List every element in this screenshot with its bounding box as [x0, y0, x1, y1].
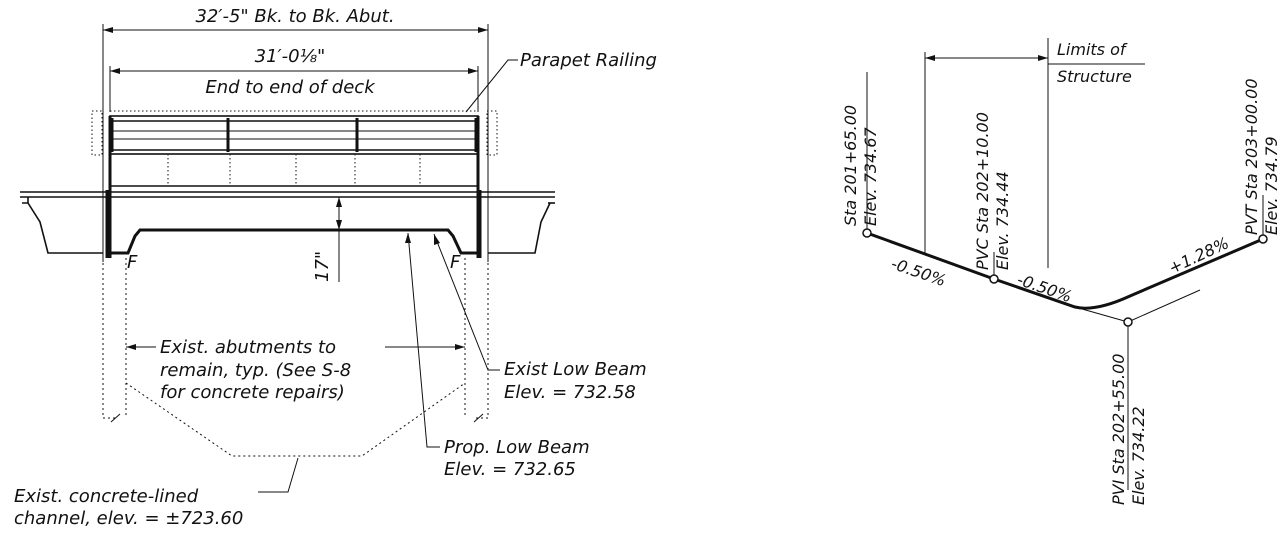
prop-beam-line-2: Elev. = 732.65: [444, 459, 576, 480]
svg-text:PVI Sta 202+55.00: PVI Sta 202+55.00: [1109, 354, 1128, 505]
svg-text:PVC Sta 202+10.00: PVC Sta 202+10.00: [973, 112, 992, 270]
grade-label-2: -0.50%: [1015, 270, 1075, 306]
limits-line-1: Limits of: [1057, 40, 1128, 59]
svg-text:Elev. 734.22: Elev. 734.22: [1129, 406, 1148, 505]
railing-label: Parapet Railing: [520, 50, 657, 71]
clearance-dimension: 17": [312, 197, 342, 282]
exist-beam-line-2: Elev. = 732.58: [504, 382, 636, 403]
fixed-bearing-left: F: [127, 252, 138, 273]
deck-slab: [20, 116, 555, 258]
channel-callout: Exist. concrete-lined channel, elev. = ±…: [14, 457, 299, 529]
limits-of-structure: Limits of Structure: [924, 38, 1145, 268]
railing-leader: Parapet Railing: [465, 50, 657, 113]
prop-beam-line-1: Prop. Low Beam: [444, 437, 590, 458]
station-label-4: PVT Sta 203+00.00 Elev. 734.79: [1242, 78, 1280, 235]
svg-text:Elev. 734.44: Elev. 734.44: [993, 171, 1012, 270]
deck-dimension: 31′-0⅛" End to end of deck: [109, 46, 479, 112]
deck-dim-label: End to end of deck: [205, 77, 376, 98]
channel-note-line-1: Exist. concrete-lined: [14, 486, 199, 507]
deck-dim-text: 31′-0⅛": [255, 46, 326, 67]
fixed-bearing-right: F: [450, 252, 461, 273]
overall-dimension: 32′-5" Bk. to Bk. Abut.: [102, 6, 489, 262]
overall-dim-text: 32′-5" Bk. to Bk. Abut.: [195, 6, 394, 27]
elevation-view: 32′-5" Bk. to Bk. Abut. 31′-0⅛" End to e…: [14, 6, 657, 529]
svg-text:Elev. 734.67: Elev. 734.67: [861, 126, 880, 226]
abutments-note-line-3: for concrete repairs): [160, 382, 345, 403]
profile-view: Limits of Structure -0.50% -0.50% +1.28%…: [841, 38, 1280, 505]
svg-text:Elev. 734.79: Elev. 734.79: [1262, 136, 1280, 235]
station-label-2: PVC Sta 202+10.00 Elev. 734.44: [973, 112, 1012, 270]
exist-low-beam-callout: Exist Low Beam Elev. = 732.58: [433, 233, 647, 403]
limits-line-2: Structure: [1057, 67, 1132, 86]
exist-beam-line-1: Exist Low Beam: [504, 359, 647, 380]
existing-abutments: [102, 258, 489, 457]
station-label-3: PVI Sta 202+55.00 Elev. 734.22: [1109, 354, 1148, 505]
svg-text:Sta 201+65.00: Sta 201+65.00: [841, 105, 860, 226]
profile-grade-line: [862, 72, 1268, 490]
clearance-text: 17": [312, 251, 333, 282]
svg-text:PVT Sta 203+00.00: PVT Sta 203+00.00: [1242, 78, 1261, 235]
abutments-note-line-2: remain, typ. (See S-8: [160, 360, 351, 381]
channel-note-line-2: channel, elev. = ±723.60: [14, 508, 243, 529]
abutments-note-line-1: Exist. abutments to: [160, 337, 336, 358]
abutments-note: Exist. abutments to remain, typ. (See S-…: [126, 337, 465, 403]
parapet-railing: [91, 110, 498, 187]
prop-low-beam-callout: Prop. Low Beam Elev. = 732.65: [405, 232, 590, 480]
station-label-1: Sta 201+65.00 Elev. 734.67: [841, 105, 880, 226]
